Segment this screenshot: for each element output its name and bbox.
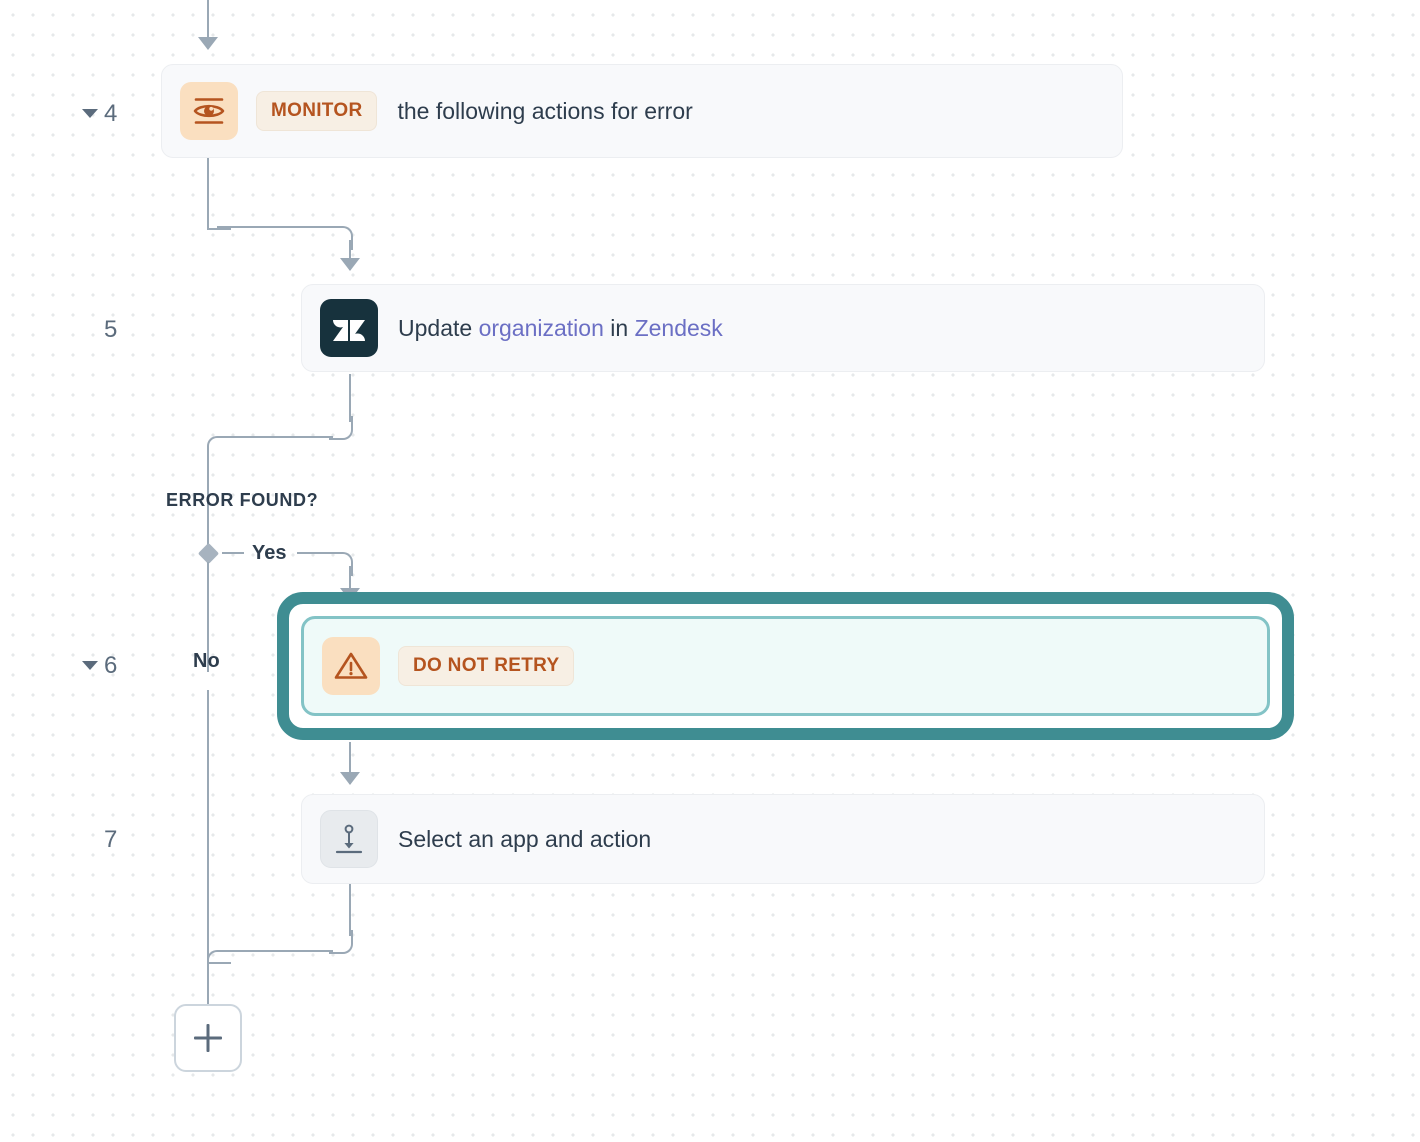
connector-into-step-4 <box>207 0 209 38</box>
connector-step5-to-trunk-horizontal <box>229 436 333 438</box>
step-6-badge: DO NOT RETRY <box>398 646 575 686</box>
step-5-number: 5 <box>104 316 118 343</box>
connector-step4-to-step5-horizontal <box>217 226 341 228</box>
step-5-label-link-zendesk[interactable]: Zendesk <box>634 314 723 341</box>
add-step-button[interactable] <box>174 1004 242 1072</box>
connector-no-trunk-lower <box>207 690 209 944</box>
connector-yes-elbow <box>329 552 353 576</box>
step-4-card[interactable]: MONITOR the following actions for error <box>161 64 1123 158</box>
step-5-card[interactable]: Update organization in Zendesk <box>301 284 1265 372</box>
arrowhead-into-step-5 <box>340 258 360 271</box>
connector-step4-out-vertical <box>207 158 209 211</box>
zendesk-logo-icon <box>320 299 378 357</box>
connector-step5-out-vertical <box>349 374 351 422</box>
arrowhead-into-step-7 <box>340 772 360 785</box>
step-5-label: Update organization in Zendesk <box>398 315 723 342</box>
step-4-label: the following actions for error <box>397 97 693 124</box>
step-7-label: Select an app and action <box>398 825 652 852</box>
connector-step7-elbow-right <box>329 930 353 954</box>
connector-to-add-button <box>207 962 209 1004</box>
connector-step6-out <box>349 742 351 784</box>
connector-trunk-to-diamond <box>207 450 209 554</box>
connector-step4-elbow-right <box>329 226 353 250</box>
branch-label-no: No <box>193 650 220 672</box>
step-5-label-link-organization[interactable]: organization <box>478 314 604 341</box>
connector-step4-elbow-left <box>207 206 231 230</box>
connector-step5-elbow-left <box>207 436 231 460</box>
connector-merge-elbow-left <box>207 950 231 974</box>
branch-condition-title: ERROR FOUND? <box>166 490 319 510</box>
connector-yes-horizontal <box>297 552 339 554</box>
connector-into-step-6 <box>349 566 351 598</box>
warning-triangle-icon <box>322 637 380 695</box>
connector-step7-out <box>349 884 351 936</box>
step-4-number: 4 <box>104 100 118 127</box>
step-6-card[interactable]: DO NOT RETRY <box>301 616 1270 716</box>
step-4-badge: MONITOR <box>256 91 378 131</box>
step-4-collapse-toggle[interactable] <box>82 109 98 118</box>
branch-label-yes: Yes <box>252 542 287 564</box>
step-5-label-part-3: in <box>603 314 635 341</box>
arrowhead-into-step-4 <box>198 37 218 50</box>
step-7-card[interactable]: Select an app and action <box>301 794 1265 884</box>
connector-into-step-5 <box>349 240 351 270</box>
eye-icon <box>180 82 238 140</box>
step-6-number: 6 <box>104 652 118 679</box>
connector-no-trunk <box>207 562 209 672</box>
connector-no-bottom-elbow <box>207 940 231 964</box>
step-7-number: 7 <box>104 826 118 853</box>
connector-step7-merge-horizontal <box>229 950 333 952</box>
connector-step5-elbow-right <box>329 416 353 440</box>
connector-yes-stub <box>222 552 244 554</box>
branch-diamond[interactable] <box>197 542 220 565</box>
select-action-placeholder-icon <box>320 810 378 868</box>
step-5-label-part-1: Update <box>398 314 479 341</box>
step-6-collapse-toggle[interactable] <box>82 661 98 670</box>
